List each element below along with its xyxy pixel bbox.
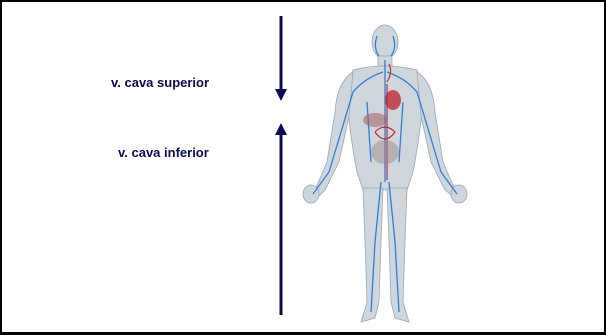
label-vena-cava-inferior: v. cava inferior <box>118 145 209 160</box>
label-vena-cava-superior: v. cava superior <box>111 75 209 90</box>
human-circulatory-system-illustration <box>295 12 475 332</box>
